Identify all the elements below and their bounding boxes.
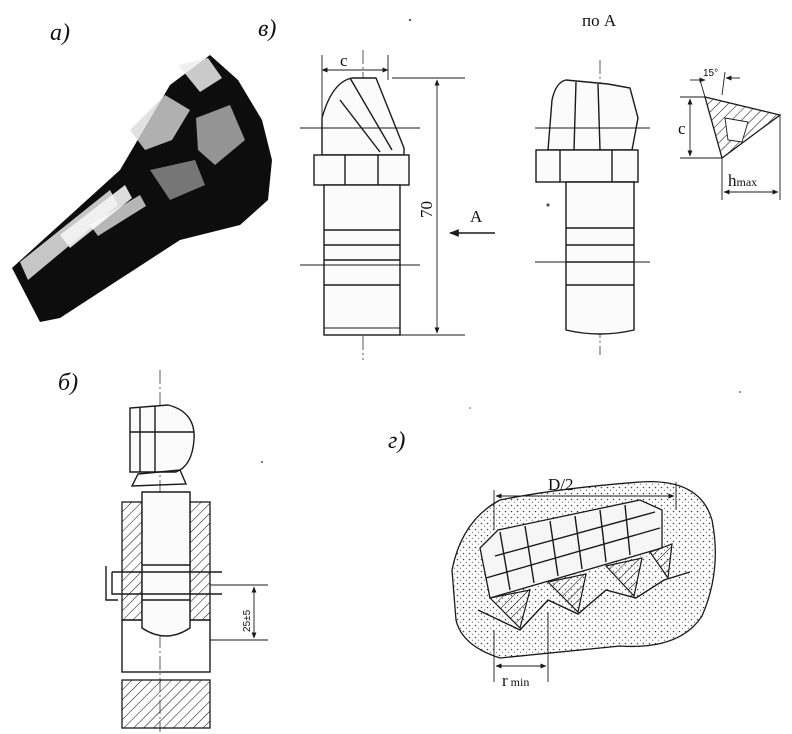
panel-label-v: в) (258, 16, 276, 42)
tip-section-detail: 15° c hmax (678, 68, 782, 200)
cutter-side-view (535, 60, 650, 355)
tip-h-label: hmax (728, 171, 757, 190)
panel-label-a: а) (50, 20, 70, 46)
panel-b-mounting: б) 25±5 (58, 370, 268, 732)
disk-cutter-segments (485, 504, 661, 591)
tip-c-label: c (678, 119, 686, 138)
dimension-70: 70 (392, 77, 465, 336)
view-arrow-a-label: А (470, 207, 483, 226)
scan-noise (261, 18, 741, 463)
panel-a-photo: а) (12, 20, 272, 322)
tip-angle-label: 15° (703, 68, 718, 79)
cutter-photo (12, 55, 272, 322)
mount-dimension-label: 25±5 (242, 609, 253, 632)
cutter-front-view (300, 50, 420, 360)
panel-v-drawing: в) c (258, 11, 782, 360)
dimension-c-label: c (340, 51, 348, 70)
tip-h-sub: max (737, 175, 758, 189)
disk-radius-label: D/2 (548, 475, 574, 494)
r-sub: min (511, 675, 530, 689)
tip-h-main: h (728, 171, 737, 190)
r-main: r (502, 671, 508, 690)
view-a-title: по А (582, 11, 617, 30)
dimension-70-label: 70 (417, 201, 436, 218)
panel-label-g: г) (388, 428, 405, 454)
dimension-c: c (321, 51, 389, 118)
view-arrow-a: А (449, 207, 495, 237)
panel-label-b: б) (58, 370, 78, 396)
